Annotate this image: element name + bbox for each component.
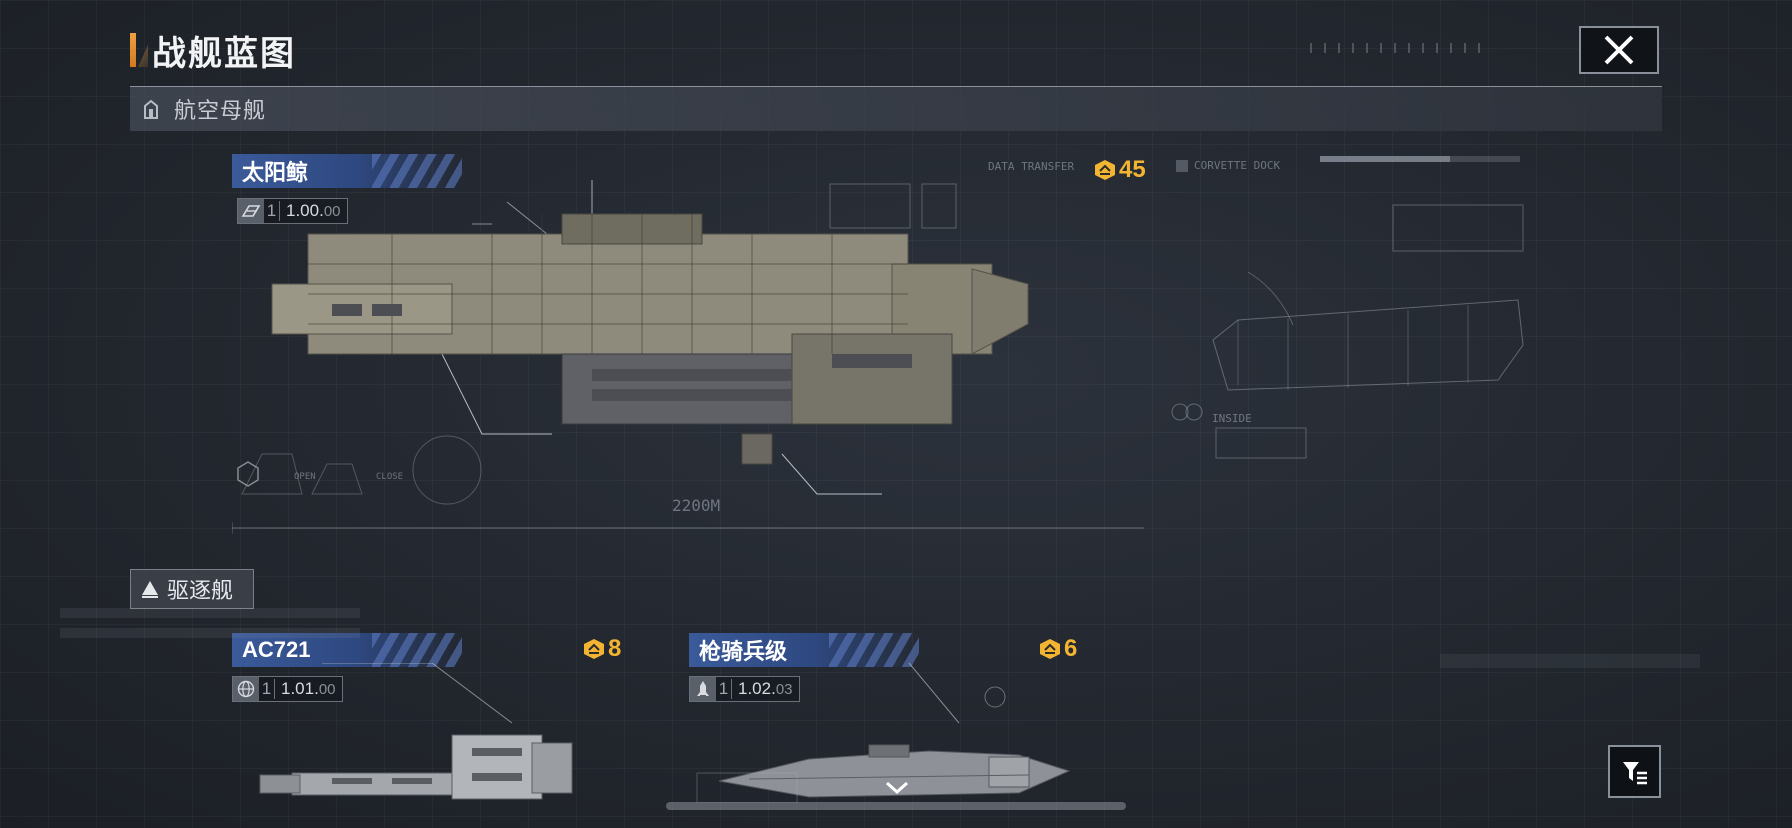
- chevron-down-icon[interactable]: [882, 778, 912, 798]
- ship-name-tab: AC721: [232, 633, 462, 667]
- triangle-icon: [142, 581, 158, 598]
- section-label-carrier: 航空母舰: [174, 98, 267, 123]
- inside-label: INSIDE: [1212, 412, 1252, 425]
- shipyard-logo-icon: [238, 199, 264, 223]
- open-label: OPEN: [294, 472, 316, 482]
- close-label: CLOSE: [376, 472, 404, 482]
- version-main: 1.02: [738, 679, 772, 698]
- title-accent: [130, 33, 136, 67]
- filter-button[interactable]: [1608, 745, 1661, 798]
- power-badge-icon: [1040, 639, 1060, 659]
- ship-card-sun-whale[interactable]: 太阳鲸 1 1.00.00 45 2200M OPEN CLOSE DATA T…: [232, 154, 1146, 534]
- power-value: 6: [1064, 635, 1078, 662]
- ghost-text-decoration: [60, 608, 360, 648]
- section-bar-carrier: 航空母舰: [130, 86, 1662, 131]
- tab-stripes: [829, 633, 919, 667]
- ship-name: AC721: [242, 637, 311, 662]
- blueprint-lines: [232, 180, 1144, 534]
- ship-name-tab-wrap: 太阳鲸: [232, 154, 462, 188]
- tab-stripes: [372, 154, 462, 188]
- ship-name: 枪骑兵级: [699, 639, 788, 664]
- ship-version: 1 1.00.00: [237, 198, 348, 224]
- ship-name-tab: 枪骑兵级: [689, 633, 919, 667]
- version-main: 1.00: [286, 201, 320, 220]
- ship-version-number: 1.02.03: [738, 679, 793, 698]
- ship-name: 太阳鲸: [242, 160, 309, 185]
- ship-power: 45: [1094, 156, 1146, 184]
- ghost-text-decoration: [1440, 654, 1700, 668]
- globe-icon: [233, 677, 259, 701]
- ship-version: 1 1.01.00: [232, 676, 343, 702]
- close-button[interactable]: [1579, 26, 1659, 74]
- power-badge-icon: [584, 639, 604, 659]
- blueprint-side-panel: CORVETTE DOCK INSIDE: [1168, 150, 1548, 510]
- version-sub: 00: [323, 203, 341, 220]
- filter-icon: [1622, 761, 1647, 784]
- ship-tier: 1: [716, 679, 732, 699]
- corvette-dock-label: CORVETTE DOCK: [1194, 159, 1281, 172]
- page-title: 战舰蓝图: [152, 35, 296, 73]
- version-main: 1.01: [281, 679, 315, 698]
- ship-version: 1 1.02.03: [689, 676, 800, 702]
- horizontal-scrollbar[interactable]: [666, 802, 1126, 810]
- ship-name-tab-wrap: 枪骑兵级: [689, 633, 919, 667]
- carrier-icon: [144, 99, 158, 119]
- ship-tier: 1: [259, 679, 275, 699]
- power-value: 45: [1119, 156, 1146, 183]
- ship-tier: 1: [264, 201, 280, 221]
- title-accent-bevel: [138, 45, 148, 67]
- header-decoration: [1310, 43, 1480, 53]
- ship-name-tab: 太阳鲸: [232, 154, 462, 188]
- ship-card-ac721[interactable]: AC721 1 1.01.00 8: [232, 633, 622, 803]
- side-schematic: [1171, 156, 1524, 459]
- ship-card-lancer[interactable]: 枪骑兵级 1 1.02.03 6: [689, 633, 1089, 803]
- lancer-hull: [696, 663, 1071, 803]
- length-label: 2200M: [672, 496, 721, 515]
- ship-version-number: 1.01.00: [281, 679, 336, 698]
- power-value: 8: [608, 635, 622, 662]
- tab-stripes: [372, 633, 462, 667]
- ship-version-number: 1.00.00: [286, 201, 341, 220]
- close-icon: [1604, 35, 1634, 65]
- ac721-hull: [259, 663, 573, 800]
- section-label-destroyer: 驱逐舰: [167, 578, 234, 603]
- ship-power: 6: [1039, 635, 1077, 663]
- version-sub: 03: [775, 681, 793, 698]
- version-sub: 00: [318, 681, 336, 698]
- section-button-destroyer[interactable]: 驱逐舰: [130, 569, 254, 609]
- power-badge-icon: [1095, 160, 1115, 180]
- ship-power: 8: [583, 635, 621, 663]
- data-transfer-label: DATA TRANSFER: [988, 160, 1075, 173]
- missile-icon: [690, 677, 716, 701]
- carrier-hull: [271, 213, 1029, 465]
- ship-name-tab-wrap: AC721: [232, 633, 462, 667]
